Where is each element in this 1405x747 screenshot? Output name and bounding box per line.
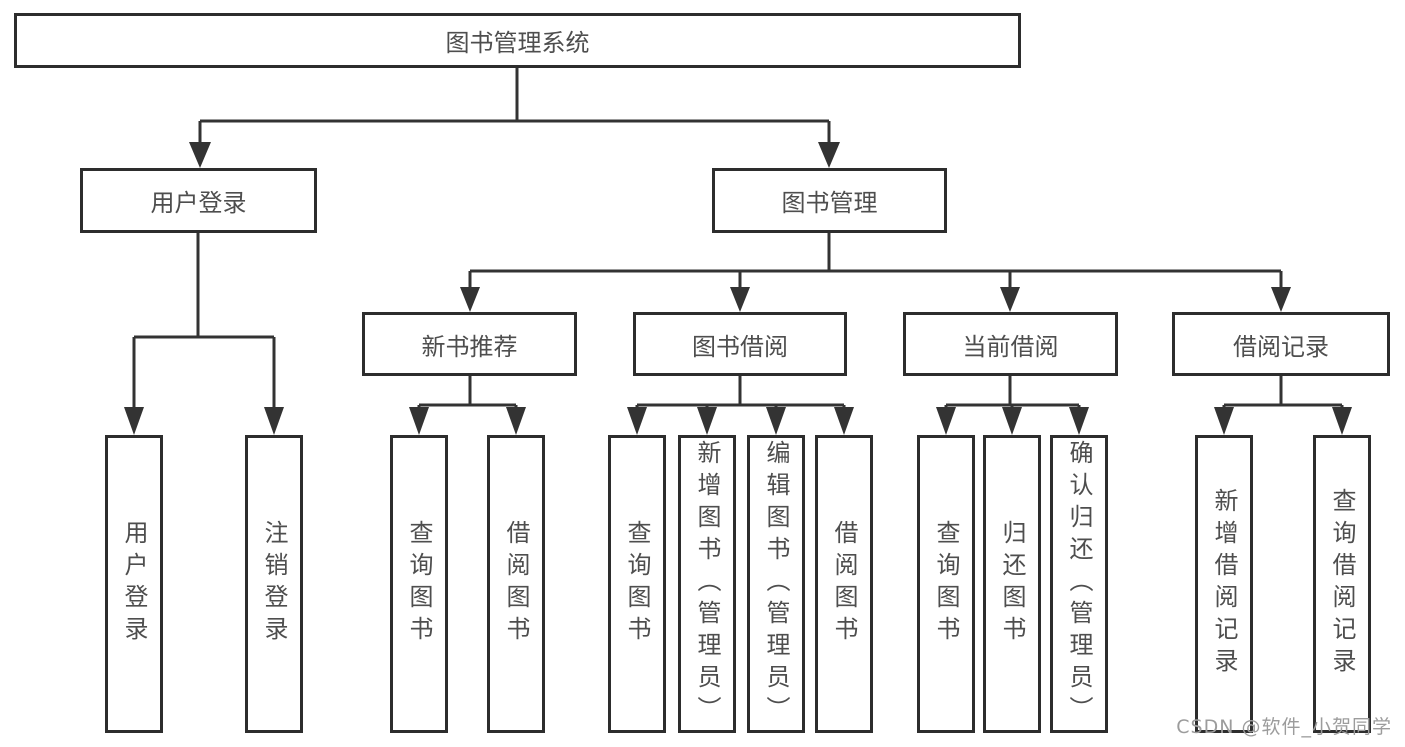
leaf-borrow-books-recommend: 借阅图书 [487, 435, 545, 733]
watermark: CSDN @软件_小贺同学 [1176, 716, 1392, 738]
leaf-add-borrow-record: 新增借阅记录 [1195, 435, 1253, 733]
leaf-return-books: 归还图书 [983, 435, 1041, 733]
leaf-add-books-admin: 新增图书（管理员） [678, 435, 736, 733]
leaf-query-borrow-record: 查询借阅记录 [1313, 435, 1371, 733]
node-user-login: 用户登录 [80, 168, 317, 233]
leaf-borrow-books: 借阅图书 [815, 435, 873, 733]
leaf-query-books-borrow: 查询图书 [608, 435, 666, 733]
node-book-borrow: 图书借阅 [633, 312, 847, 376]
leaf-logout: 注销登录 [245, 435, 303, 733]
leaf-confirm-return-admin: 确认归还（管理员） [1050, 435, 1108, 733]
node-book-management: 图书管理 [712, 168, 947, 233]
leaf-edit-books-admin: 编辑图书（管理员） [747, 435, 805, 733]
arrowheads [124, 142, 1352, 435]
node-borrow-records: 借阅记录 [1172, 312, 1390, 376]
leaf-user-login: 用户登录 [105, 435, 163, 733]
node-root: 图书管理系统 [14, 13, 1021, 68]
node-current-borrow: 当前借阅 [903, 312, 1118, 376]
leaf-query-books-recommend: 查询图书 [390, 435, 448, 733]
node-new-book-recommend: 新书推荐 [362, 312, 577, 376]
leaf-query-books-current: 查询图书 [917, 435, 975, 733]
